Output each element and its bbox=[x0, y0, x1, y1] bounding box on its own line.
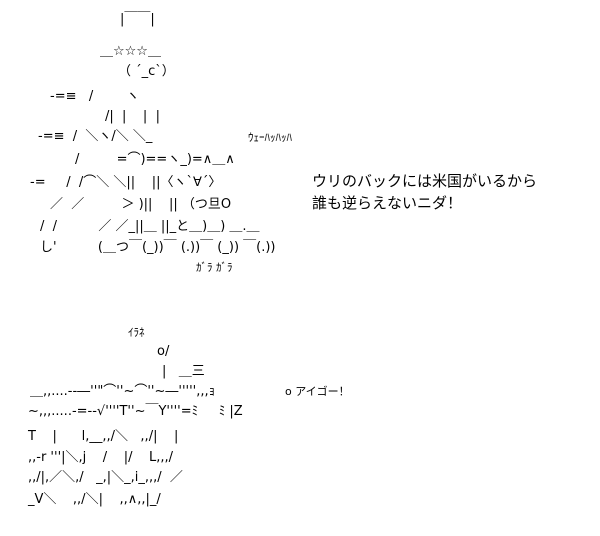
sound-effect-text: ｶﾞﾗ ｶﾞﾗ bbox=[196, 261, 233, 274]
art-caption: ｲﾗﾈ bbox=[128, 326, 145, 339]
speech-line-2: 誰も逆らえないニダ！ bbox=[312, 194, 463, 212]
art-line: -= / /⌒＼ ＼|| ||〈ヽ`∀´〉 bbox=[30, 175, 222, 190]
art-line: ／ ／ ＞ )|| || （つ旦O bbox=[50, 197, 232, 212]
art-line: し' (＿つ￣(_))￣ (.))￣ (_)) ￣(.)) bbox=[40, 240, 276, 255]
art-line: _V＼ ,,/＼| ,,∧,,|_/ bbox=[28, 492, 161, 507]
shout-text: o アイゴー！ bbox=[285, 385, 350, 398]
art-line: -=≡ / ＼ヽ/＼ ＼_ bbox=[38, 129, 153, 144]
art-line: ＿,,....-‐―''"⌒''~⌒''~―''''',,,ｮ bbox=[30, 384, 216, 399]
art-line: （ ´_ⅽ`） bbox=[118, 64, 175, 79]
art-line: |￣￣| bbox=[120, 12, 155, 27]
art-line: o/ bbox=[157, 344, 170, 359]
art-line: / / ／ ／_||＿ ||_と＿)＿) ＿.＿ bbox=[40, 219, 260, 234]
art-line: ＿☆☆☆＿ bbox=[100, 44, 161, 59]
speech-line-1: ウリのバックには米国がいるから bbox=[312, 172, 538, 190]
art-line: -=≡ / ヽ bbox=[50, 89, 140, 104]
laugh-text: ｳｪｰﾊｯﾊｯﾊ bbox=[248, 131, 292, 144]
art-line: ~,,,.....-=--√''''T''~￣Y''''=ﾐ ﾐ |Z bbox=[28, 404, 243, 419]
art-line: /| | | | bbox=[105, 109, 160, 124]
art-line: ,,-r '''|＼,j / |/ L,,,/ bbox=[28, 450, 174, 465]
art-line: T | l,__,,/＼ ,,/| | bbox=[28, 429, 179, 444]
art-line: ,,/|,／＼,/ _,|＼_,i_,,,/ ／ bbox=[28, 470, 183, 485]
art-line: / =⌒)==ヽ_)=∧＿∧ bbox=[75, 152, 235, 167]
art-line: | ＿三 bbox=[162, 364, 205, 379]
